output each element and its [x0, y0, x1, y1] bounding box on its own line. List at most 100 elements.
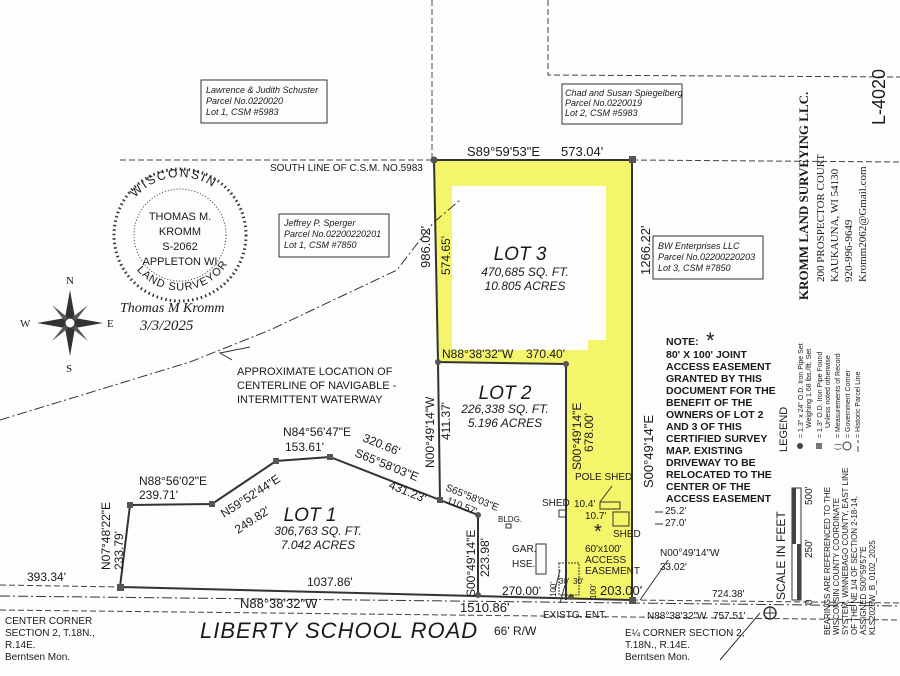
road-centerline	[0, 595, 900, 607]
south-boundary	[119, 586, 633, 601]
distance-label: 30'	[559, 577, 570, 586]
structures	[505, 485, 630, 604]
scale-bar: SCALE IN FEET 0 250' 500'	[774, 486, 815, 605]
firm-title-block: KROMM LAND SURVEYING LLC. 200 PROSPECTOR…	[796, 92, 869, 300]
svg-text:NOTE:: NOTE:	[666, 336, 699, 348]
record-measure-icon: ( )	[835, 443, 842, 450]
firm-city: KAUKAUNA, WI 54130	[829, 168, 841, 282]
shed-label: SHED	[613, 529, 641, 540]
bearing-label: N88°38'32"W	[647, 611, 707, 622]
easement-note: NOTE: * 80' X 100' JOINT ACCESS EASEMENT…	[666, 328, 776, 505]
government-corner-icon	[763, 606, 777, 620]
svg-text:= 1.3" O.D. Iron Pipe Found: = 1.3" O.D. Iron Pipe Found	[817, 352, 824, 438]
svg-text:MAP. EXISTING: MAP. EXISTING	[666, 445, 743, 457]
owner-name: Lawrence & Judith Schuster	[206, 85, 319, 95]
owner-box-spiegelberg: Chad and Susan Spiegelberg Parcel No.022…	[561, 83, 683, 125]
owner-lot: Lot 1, CSM #7850	[284, 240, 357, 250]
south-line-csm-east	[631, 159, 900, 163]
svg-text:= 1.3" x 24" O.D. Iron Pipe Se: = 1.3" x 24" O.D. Iron Pipe Set	[798, 343, 805, 438]
svg-text:ACCESS EASEMENT: ACCESS EASEMENT	[666, 361, 772, 373]
waterway-leader-arrow	[218, 346, 251, 361]
svg-text:BEARINGS ARE REFERENCED TO THE: BEARINGS ARE REFERENCED TO THE	[823, 487, 832, 635]
waterway-label: APPROXIMATE LOCATION OF CENTERLINE OF NA…	[237, 366, 397, 406]
easement-label: ACCESS	[585, 555, 626, 566]
lot2-lot3-boundary	[433, 159, 567, 600]
government-corner-legend-icon	[842, 441, 852, 451]
distance-label: 25.2'	[665, 506, 686, 517]
svg-text:LOT 3: LOT 3	[494, 244, 547, 265]
distance-label: 233.79'	[112, 531, 126, 570]
distance-label: 411.37'	[439, 402, 453, 440]
svg-text:= Historic Parcel Line: = Historic Parcel Line	[855, 372, 862, 438]
signature: Thomas M Kromm	[120, 301, 225, 316]
signature-date: 3/3/2025	[139, 318, 194, 334]
svg-text:DOCUMENT FOR THE: DOCUMENT FOR THE	[666, 385, 776, 397]
compass-s: S	[66, 363, 72, 375]
svg-text:80' X 100' JOINT: 80' X 100' JOINT	[666, 349, 747, 361]
distance-label: 724.38'	[712, 589, 745, 600]
iron-pipe-found-icon	[816, 443, 822, 449]
document-id: L-4020	[869, 69, 889, 125]
firm-address: 200 PROSPECTOR COURT	[815, 154, 827, 282]
distance-label: 574.65'	[439, 236, 453, 275]
distance-label: 393.34'	[27, 570, 66, 584]
lot3-highlight	[434, 160, 632, 600]
distance-label: 370.40'	[526, 347, 565, 361]
north-arrow-compass: N S W E	[20, 275, 114, 375]
compass-e: E	[107, 318, 114, 330]
svg-text:OF THE NE 1/4 OF SECTION 2-18-: OF THE NE 1/4 OF SECTION 2-18-14,	[850, 496, 859, 635]
distance-label: 203.00'	[600, 583, 642, 598]
svg-text:SECTION 2, T.18N.,: SECTION 2, T.18N.,	[5, 628, 95, 639]
distance-label: 153.61'	[285, 440, 324, 454]
svg-text:250': 250'	[804, 539, 815, 558]
road-line-south	[0, 609, 900, 621]
owner-name: BW Enterprises LLC	[658, 241, 740, 251]
svg-text:R.14E.: R.14E.	[5, 640, 36, 651]
svg-text:500': 500'	[804, 486, 815, 505]
waterway-centerline	[0, 199, 461, 421]
seal-top-text: WISCONSIN	[127, 166, 217, 200]
distance-label: 100'	[549, 582, 558, 597]
svg-text:0: 0	[804, 599, 815, 605]
distance-label: 757.51'	[713, 611, 746, 622]
bearing-label: N88°38'32"W	[442, 347, 514, 361]
svg-text:CENTERLINE OF NAVIGABLE -: CENTERLINE OF NAVIGABLE -	[237, 380, 397, 392]
owner-parcel: Parcel No.0220020	[206, 96, 283, 106]
svg-text:470,685 SQ. FT.: 470,685 SQ. FT.	[481, 265, 569, 279]
bearing-label: N84°56'47"E	[283, 425, 351, 439]
distance-label: 1510.86'	[460, 600, 509, 615]
road-name: LIBERTY SCHOOL ROAD	[200, 618, 478, 643]
distance-label: 1037.86'	[307, 575, 353, 589]
bearing-label: N00°49'14"W	[423, 396, 437, 468]
firm-email: Kromm2062@Gmail.com	[857, 166, 869, 282]
historic-parcel-line	[547, 0, 900, 78]
compass-w: W	[20, 318, 31, 330]
owner-box-schuster: Lawrence & Judith Schuster Parcel No.022…	[200, 79, 328, 124]
svg-text:GRANTED BY THIS: GRANTED BY THIS	[666, 373, 762, 385]
owner-box-sperger: Jeffrey P. Sperger Parcel No.02200220201…	[278, 213, 390, 258]
seal-city: APPLETON WI	[143, 256, 218, 268]
svg-text:306,763 SQ. FT.: 306,763 SQ. FT.	[274, 524, 362, 538]
asterisk-easement-icon: *	[594, 521, 602, 543]
asterisk-note-icon: *	[706, 328, 715, 353]
svg-text:CENTER OF THE: CENTER OF THE	[666, 481, 751, 493]
bearings-note: BEARINGS ARE REFERENCED TO THE WISCONSIN…	[823, 468, 877, 635]
compass-n: N	[66, 275, 74, 287]
bearing-label: S89°59'53"E	[467, 144, 540, 159]
svg-text:INTERMITTENT WATERWAY: INTERMITTENT WATERWAY	[237, 394, 383, 406]
road-line	[0, 584, 121, 588]
svg-text:CENTER CORNER: CENTER CORNER	[5, 616, 92, 627]
south-line-label: SOUTH LINE OF C.S.M. NO.5983	[270, 163, 423, 174]
svg-text:T.18N., R.14E.: T.18N., R.14E.	[625, 640, 690, 651]
svg-text:10.805 ACRES: 10.805 ACRES	[485, 279, 566, 293]
seal-name-1: THOMAS M.	[149, 211, 211, 223]
existing-entrance-label: EXISTG. ENT.	[543, 610, 607, 621]
lot3-label: LOT 3 470,685 SQ. FT. 10.805 ACRES	[481, 244, 569, 293]
driveway-strip-highlight	[588, 340, 606, 590]
bearing-label: N00°49'14"W	[660, 548, 720, 559]
svg-text:Berntsen Mon.: Berntsen Mon.	[625, 652, 690, 663]
legend: LEGEND = 1.3" x 24" O.D. Iron Pipe Set W…	[778, 343, 862, 452]
distance-label: 223.98'	[478, 538, 492, 577]
lot1-boundary	[119, 455, 441, 588]
svg-text:APPROXIMATE LOCATION OF: APPROXIMATE LOCATION OF	[237, 366, 393, 378]
